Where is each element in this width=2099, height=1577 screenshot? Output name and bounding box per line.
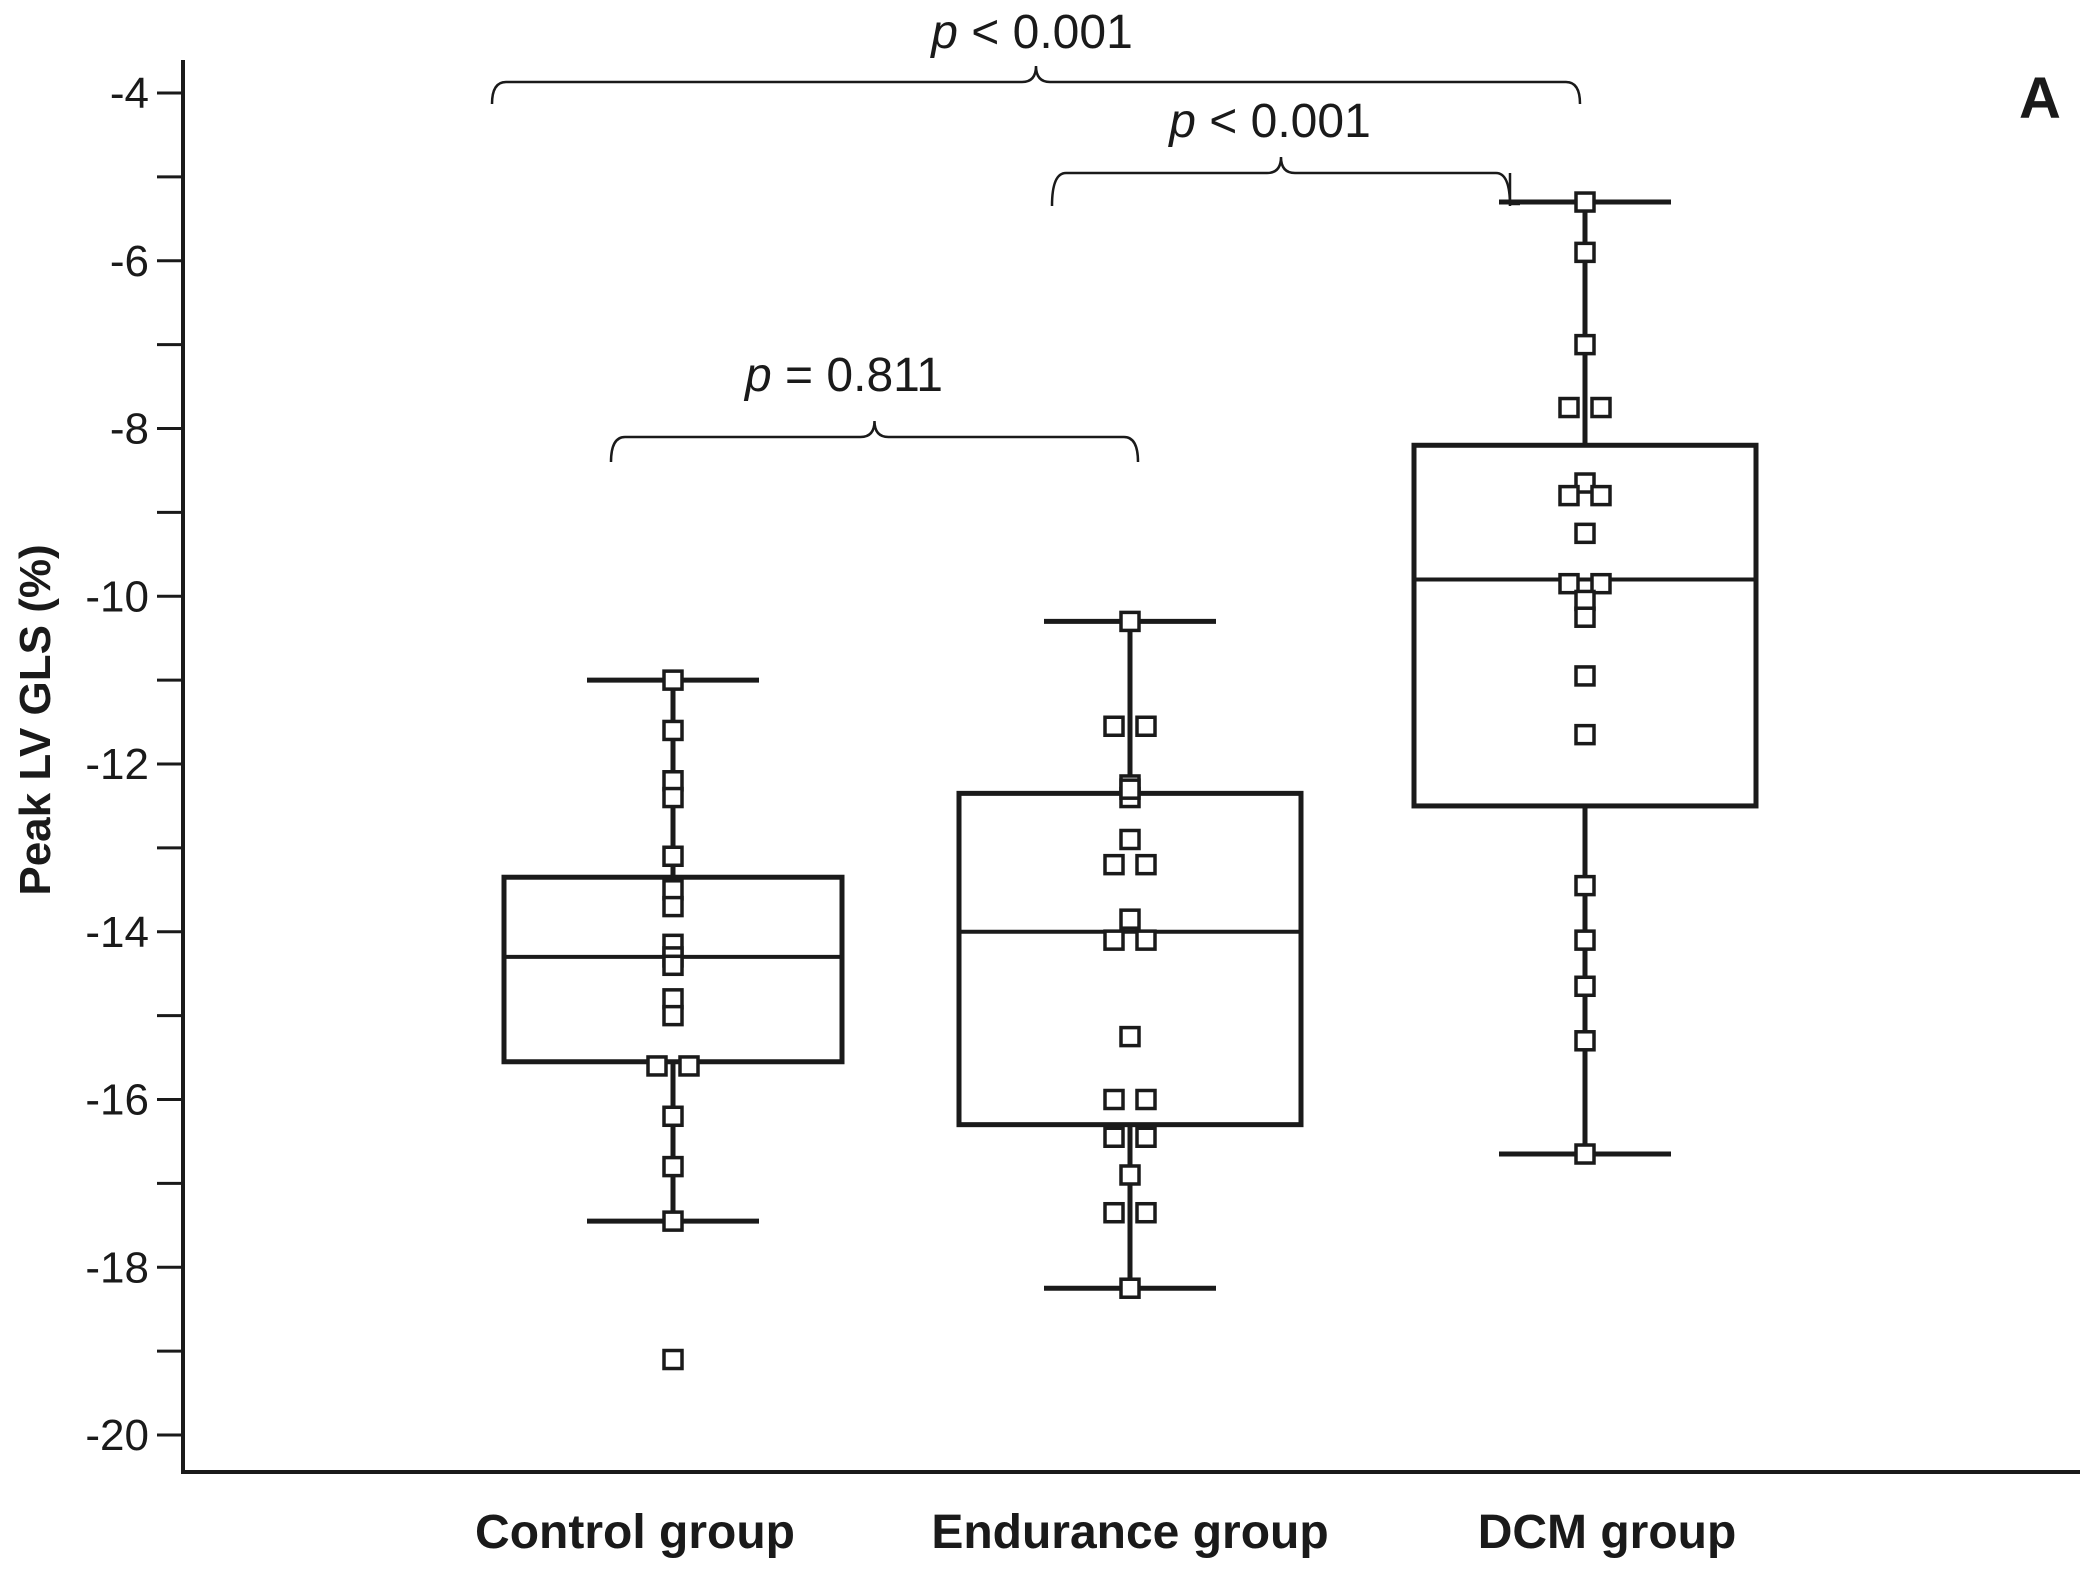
data-point [1558,396,1580,419]
y-tick-label: -18 [85,1243,149,1292]
data-point [1574,975,1596,998]
data-point [662,845,684,868]
y-tick-label: -14 [85,908,149,957]
bracket-line [609,420,1140,463]
data-point [1103,929,1125,951]
bracket-leg [1508,173,1520,206]
p-value-text: = 0.811 [772,349,943,402]
box-series [501,199,1759,1291]
p-symbol: p [929,6,958,59]
labels: Peak LV GLS (%) A [11,66,2061,896]
x-category-label: Control group [475,1506,795,1559]
data-point [1574,723,1596,746]
data-point [1103,1201,1125,1224]
data-point [1103,715,1125,738]
data-point [662,669,684,691]
data-point [678,1055,700,1077]
data-point [1590,484,1612,507]
y-tick-label: -6 [110,237,149,286]
bracket-line [1050,156,1512,207]
p-symbol: p [1167,95,1196,148]
data-point [662,895,684,918]
data-point [1119,778,1141,800]
significance-bracket: p < 0.001 [490,6,1582,105]
p-value-label: p < 0.001 [929,6,1133,59]
data-point [1574,874,1596,897]
data-point [1558,484,1580,507]
p-symbol: p [743,349,772,402]
data-point [1574,1143,1596,1165]
data-point [1135,929,1157,951]
data-point [646,1055,668,1077]
p-value-label: p = 0.811 [743,349,943,402]
y-tick-label: -8 [110,405,149,454]
data-point [1135,1126,1157,1148]
data-point [1574,241,1596,264]
data-point [662,954,684,977]
data-point [1119,1277,1141,1299]
data-point [1574,191,1596,213]
data-point [1119,828,1141,851]
data-point [662,1210,684,1232]
data-point [662,1105,684,1128]
p-value-text: < 0.001 [1196,95,1371,148]
y-tick-label: -16 [85,1076,149,1125]
y-tick-label: -4 [110,69,149,118]
data-point [662,786,684,809]
data-point [1119,610,1141,633]
significance-bracket: p = 0.811 [609,349,1140,463]
y-axis-label: Peak LV GLS (%) [11,544,60,895]
data-point [1574,665,1596,687]
data-point [1574,606,1596,628]
data-point [1558,572,1580,595]
data-point [1135,1201,1157,1224]
significance-bracket: p < 0.001 [1050,95,1512,207]
data-points [646,191,1612,1371]
data-point [1574,929,1596,951]
data-point [1119,908,1141,930]
data-point [1103,1088,1125,1111]
y-tick-label: -20 [85,1411,149,1460]
data-point [1574,472,1596,494]
x-category-label: DCM group [1478,1506,1737,1559]
data-point [662,719,684,742]
data-point [1135,853,1157,876]
data-point [662,1155,684,1178]
p-value-text: < 0.001 [958,6,1133,59]
p-value-label: p < 0.001 [1167,95,1371,148]
data-point [1574,333,1596,356]
x-category-label: Endurance group [931,1506,1328,1559]
data-point [1590,572,1612,595]
data-point [1103,1126,1125,1148]
box-group [956,618,1304,1291]
y-tick-label: -10 [85,572,149,621]
y-tick-label: -12 [85,740,149,789]
data-point [1590,396,1612,419]
data-point [662,1004,684,1027]
data-point [1103,853,1125,876]
data-point [1574,522,1596,545]
data-point [1135,715,1157,738]
data-point [1119,1025,1141,1048]
box-iqr [501,874,845,1065]
data-point [1574,1030,1596,1052]
data-point [1119,1164,1141,1186]
data-point [662,1348,684,1371]
panel-label: A [2019,66,2061,131]
data-point [1135,1088,1157,1111]
box-iqr [1411,442,1759,809]
bracket-line [490,65,1582,105]
